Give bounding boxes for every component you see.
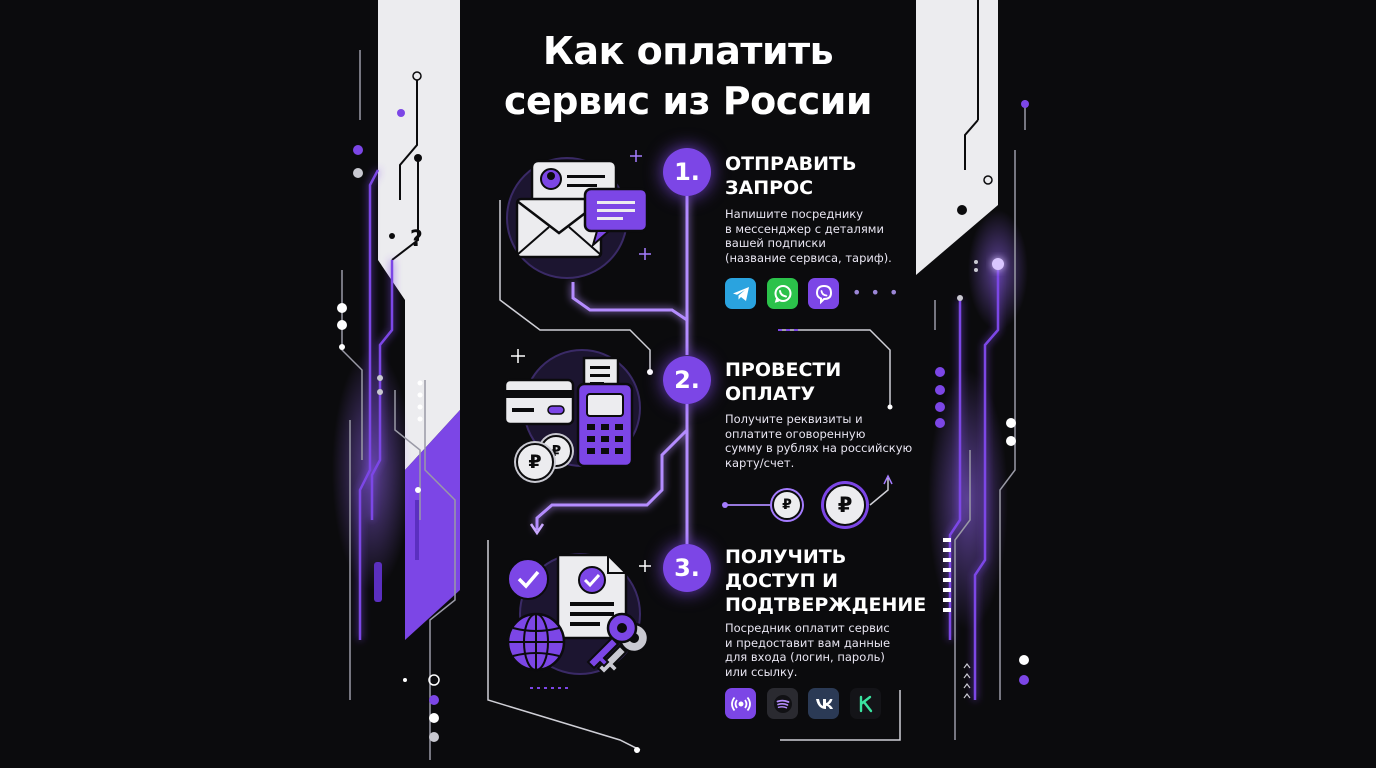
podcast-icon[interactable] xyxy=(725,688,756,719)
step-1-description: Напишите посреднику в мессенджер с детал… xyxy=(725,207,892,265)
envelope-message-illustration xyxy=(506,157,649,279)
viber-icon[interactable] xyxy=(808,278,839,309)
telegram-icon[interactable] xyxy=(725,278,756,309)
kinopoisk-icon[interactable] xyxy=(850,688,881,719)
svg-text:?: ? xyxy=(410,227,423,252)
step-2-description: Получите реквизиты и оплатите оговоренну… xyxy=(725,412,913,470)
ruble-coin-transfer-small: ₽ xyxy=(772,490,802,520)
step-3-description: Посредник оплатит сервис и предоставит в… xyxy=(725,621,891,679)
step-2-number: 2. xyxy=(663,356,711,404)
left-accent-panel xyxy=(405,410,460,640)
whatsapp-icon[interactable] xyxy=(767,278,798,309)
ruble-coin-transfer-large: ₽ xyxy=(824,484,866,526)
spotify-icon[interactable] xyxy=(767,688,798,719)
step-3-number: 3. xyxy=(663,544,711,592)
page-title: Как оплатить сервис из России xyxy=(470,26,906,126)
title-line-2: сервис из России xyxy=(503,79,873,123)
step-3-title: ПОЛУЧИТЬ ДОСТУП И ПОДТВЕРЖДЕНИЕ xyxy=(725,546,927,616)
step-1-title: ОТПРАВИТЬ ЗАПРОС xyxy=(725,153,857,199)
step-2-title: ПРОВЕСТИ ОПЛАТУ xyxy=(725,359,842,405)
access-granted-illustration xyxy=(506,553,650,676)
more-messengers-dots: • • • xyxy=(852,283,901,302)
title-line-1: Как оплатить xyxy=(542,29,834,73)
ruble-coin-large: ₽ xyxy=(516,443,554,481)
step-1-number: 1. xyxy=(663,148,711,196)
vk-icon[interactable] xyxy=(808,688,839,719)
